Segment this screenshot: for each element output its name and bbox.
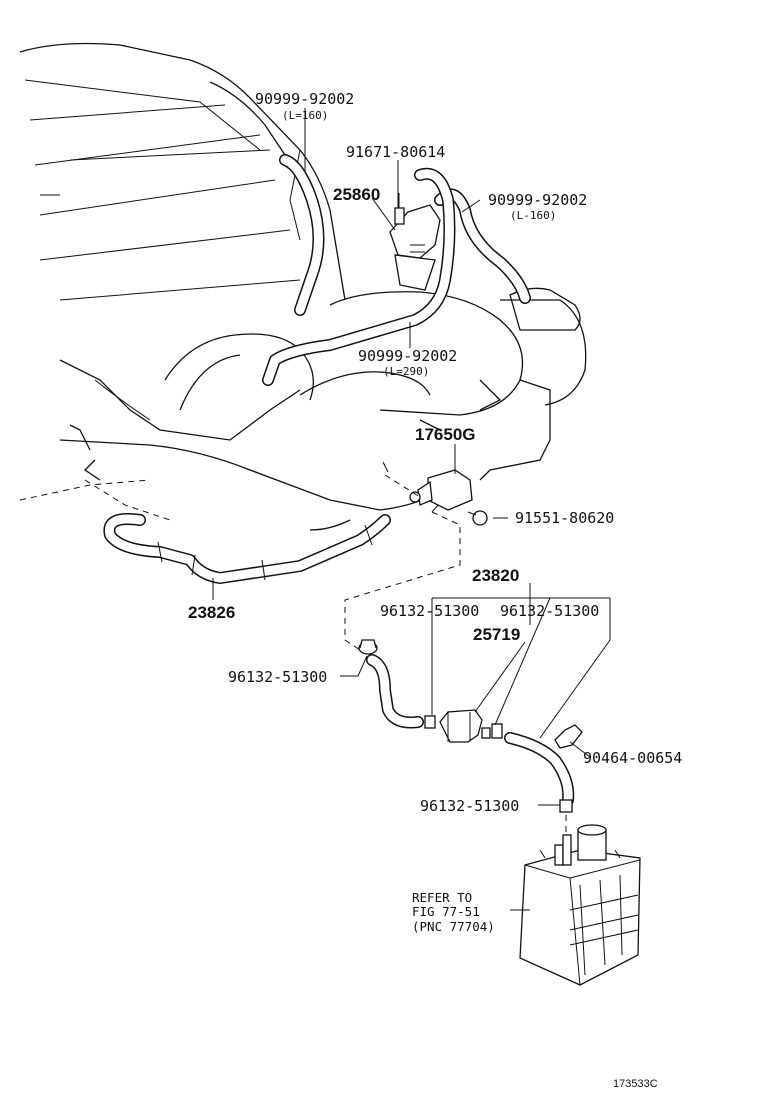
label-clamp-b: 96132-51300 (500, 602, 599, 620)
label-bolt-upper: 91671-80614 (346, 143, 445, 161)
label-clamp-left: 96132-51300 (228, 668, 327, 686)
leader-lines (212, 108, 611, 911)
label-hose-upper-left-length: (L=160) (282, 109, 328, 122)
vsv-17650g-drawing (382, 461, 488, 526)
label-bolt-lower: 91551-80620 (515, 509, 614, 527)
label-hose-mid-length: (L=290) (383, 365, 429, 378)
figure-code: 173533C (613, 1078, 658, 1090)
vsv-25860-drawing (389, 193, 441, 291)
upper-hoses (262, 154, 531, 386)
label-hose-set: 23820 (472, 566, 519, 585)
label-vsv-main: 17650G (415, 425, 476, 444)
label-vsv-upper: 25860 (333, 185, 380, 204)
canister-drawing (519, 824, 641, 986)
label-refer-line-3: (PNC 77704) (412, 919, 495, 934)
label-hose-lower-left: 23826 (188, 603, 235, 622)
label-refer-line-1: REFER TO (412, 890, 472, 905)
hose-23826-drawing (103, 513, 391, 584)
label-clamp-a: 96132-51300 (380, 602, 479, 620)
label-valve: 25719 (473, 625, 520, 644)
label-clip: 90464-00654 (583, 749, 682, 767)
label-hose-upper-right: 90999-92002 (488, 191, 587, 209)
label-hose-mid: 90999-92002 (358, 347, 457, 365)
routing-dashes (344, 511, 567, 838)
label-refer-line-2: FIG 77-51 (412, 904, 480, 919)
hose-23820-drawing (358, 639, 583, 813)
label-hose-upper-right-length: (L-160) (510, 209, 556, 222)
part-labels: 90999-92002 (L=160) 91671-80614 25860 90… (188, 90, 682, 1090)
label-clamp-bottom: 96132-51300 (420, 797, 519, 815)
label-hose-upper-left: 90999-92002 (255, 90, 354, 108)
